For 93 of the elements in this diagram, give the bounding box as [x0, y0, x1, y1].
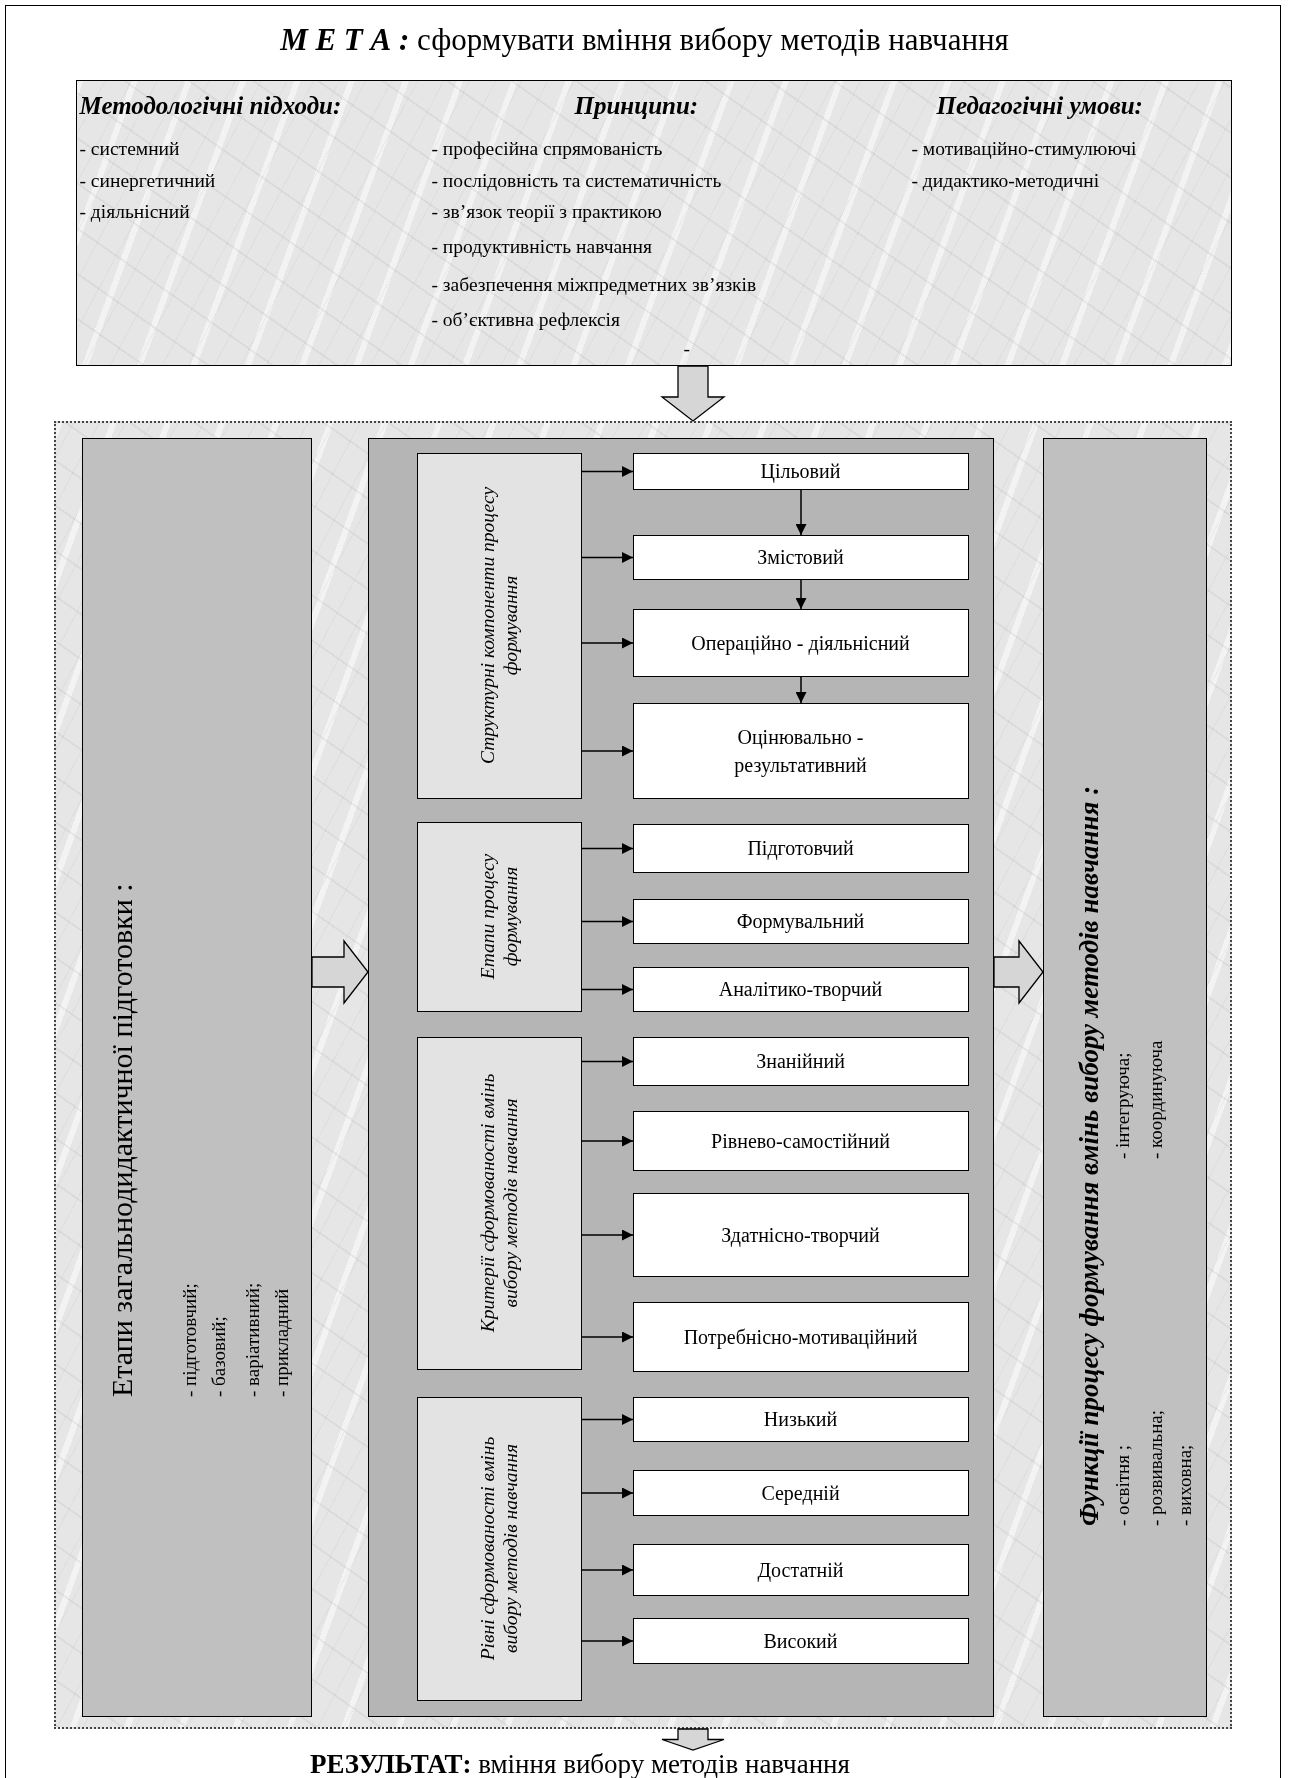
list-item: - продуктивність навчання	[431, 235, 652, 258]
item-box	[632, 608, 969, 677]
item-box	[632, 1396, 969, 1442]
category-box	[416, 452, 582, 799]
arrow	[795, 676, 807, 704]
arrow	[795, 579, 807, 610]
marble-panel	[76, 80, 1232, 366]
side-panel	[82, 438, 312, 1717]
box-label: Достатній	[757, 1557, 844, 1584]
list-item: - інтегруюча;	[1112, 1052, 1134, 1159]
box-label: Оцінювально - результативний	[733, 724, 868, 779]
box-label: Високий	[763, 1628, 838, 1654]
item-box	[632, 823, 969, 873]
box-label: Структурні компоненти процесу формування	[475, 485, 522, 766]
arrow	[581, 637, 634, 649]
box-label: Підготовчий	[747, 836, 854, 862]
arrow	[581, 1635, 634, 1647]
box-label: Критерії сформованості вмінь вибору методів навчання	[475, 1072, 522, 1335]
list-item: - мотиваційно-стимулюючі	[911, 137, 1137, 160]
item-box	[632, 1192, 969, 1277]
arrow	[581, 1487, 634, 1499]
arrow	[581, 1229, 634, 1241]
list-item: - синергетичний	[79, 169, 216, 192]
list-item: - підготовчий;	[179, 1283, 201, 1397]
box-label: Формувальний	[736, 909, 865, 935]
item-box	[632, 1543, 969, 1596]
category-box	[416, 821, 582, 1012]
box-label: Здатнісно-творчий	[721, 1222, 880, 1249]
item-box	[632, 702, 969, 799]
item-box	[632, 966, 969, 1012]
list-item: - виховна;	[1174, 1444, 1196, 1526]
item-box	[632, 1617, 969, 1664]
box-label: Аналітико-творчий	[718, 977, 883, 1003]
arrow	[581, 745, 634, 757]
box-label: Операційно - діяльнісний	[691, 630, 910, 657]
list-item: - дидактико-методичні	[911, 169, 1100, 192]
list-item: - професійна спрямованість	[431, 137, 663, 160]
list-item: - координуюча	[1145, 1040, 1167, 1159]
box-label: Рівні сформованості вмінь вибору методів навчання	[475, 1435, 522, 1662]
list-item: -	[683, 337, 690, 360]
item-box	[632, 1036, 969, 1086]
arrow	[581, 1331, 634, 1343]
box-label: Рівнево-самостійний	[711, 1128, 890, 1154]
list-item: - послідовність та систематичність	[431, 169, 722, 192]
block-arrow	[661, 1728, 725, 1751]
box-label: Цільовий	[760, 459, 841, 485]
list-item: - зв’язок теорії з практикою	[431, 200, 662, 223]
arrow	[581, 1135, 634, 1147]
box-label: Низький	[763, 1407, 838, 1432]
box-label: Середній	[761, 1480, 840, 1507]
heading: Етапи загальнодидактичної підготовки :	[105, 883, 139, 1397]
heading: Функції процесу формування вмінь вибору методів навчання :	[1074, 785, 1105, 1526]
list-item: - освітня ;	[1112, 1445, 1134, 1526]
box-label: Етапи процесу формування	[475, 852, 522, 982]
list-item: - діяльнісний	[79, 200, 190, 223]
item-box	[632, 1469, 969, 1516]
arrow	[581, 1564, 634, 1576]
list-item: - забезпечення міжпредметних зв’язків	[431, 273, 757, 296]
list-item: - прикладний	[271, 1288, 293, 1397]
list-item: - системний	[79, 137, 180, 160]
category-box	[416, 1036, 582, 1370]
block-arrow	[660, 365, 726, 422]
result-text: РЕЗУЛЬТАТ: вміння вибору методів навчання	[309, 1750, 851, 1778]
arrow	[581, 552, 634, 563]
arrow	[795, 489, 807, 536]
arrow	[581, 1414, 634, 1425]
heading: Принципи:	[574, 91, 699, 121]
side-panel	[1043, 438, 1207, 1717]
item-box	[632, 1301, 969, 1372]
item-box	[632, 1110, 969, 1171]
list-item: - варіативний;	[242, 1282, 264, 1397]
item-box	[632, 452, 969, 490]
list-item: - об’єктивна рефлексія	[431, 308, 620, 331]
box-label: Знанійний	[756, 1049, 845, 1074]
block-arrow	[311, 939, 369, 1005]
arrow	[581, 843, 634, 854]
list-item: - розвивальна;	[1145, 1409, 1167, 1526]
arrow	[581, 916, 634, 927]
block-arrow	[993, 939, 1044, 1005]
title: М Е Т А : сформувати вміння вибору методів навчання	[279, 22, 1010, 58]
arrow	[581, 466, 634, 477]
item-box	[632, 534, 969, 580]
center-panel	[368, 438, 994, 1717]
box-label: Потребнісно-мотиваційний	[683, 1324, 918, 1351]
category-box	[416, 1396, 582, 1701]
heading: Педагогічні умови:	[936, 91, 1143, 121]
list-item: - базовий;	[208, 1316, 230, 1397]
dotted-panel	[54, 421, 1232, 1729]
item-box	[632, 898, 969, 944]
box-label: Змістовий	[757, 545, 844, 570]
heading: Методологічні підходи:	[79, 91, 342, 121]
arrow	[581, 984, 634, 995]
arrow	[581, 1056, 634, 1067]
